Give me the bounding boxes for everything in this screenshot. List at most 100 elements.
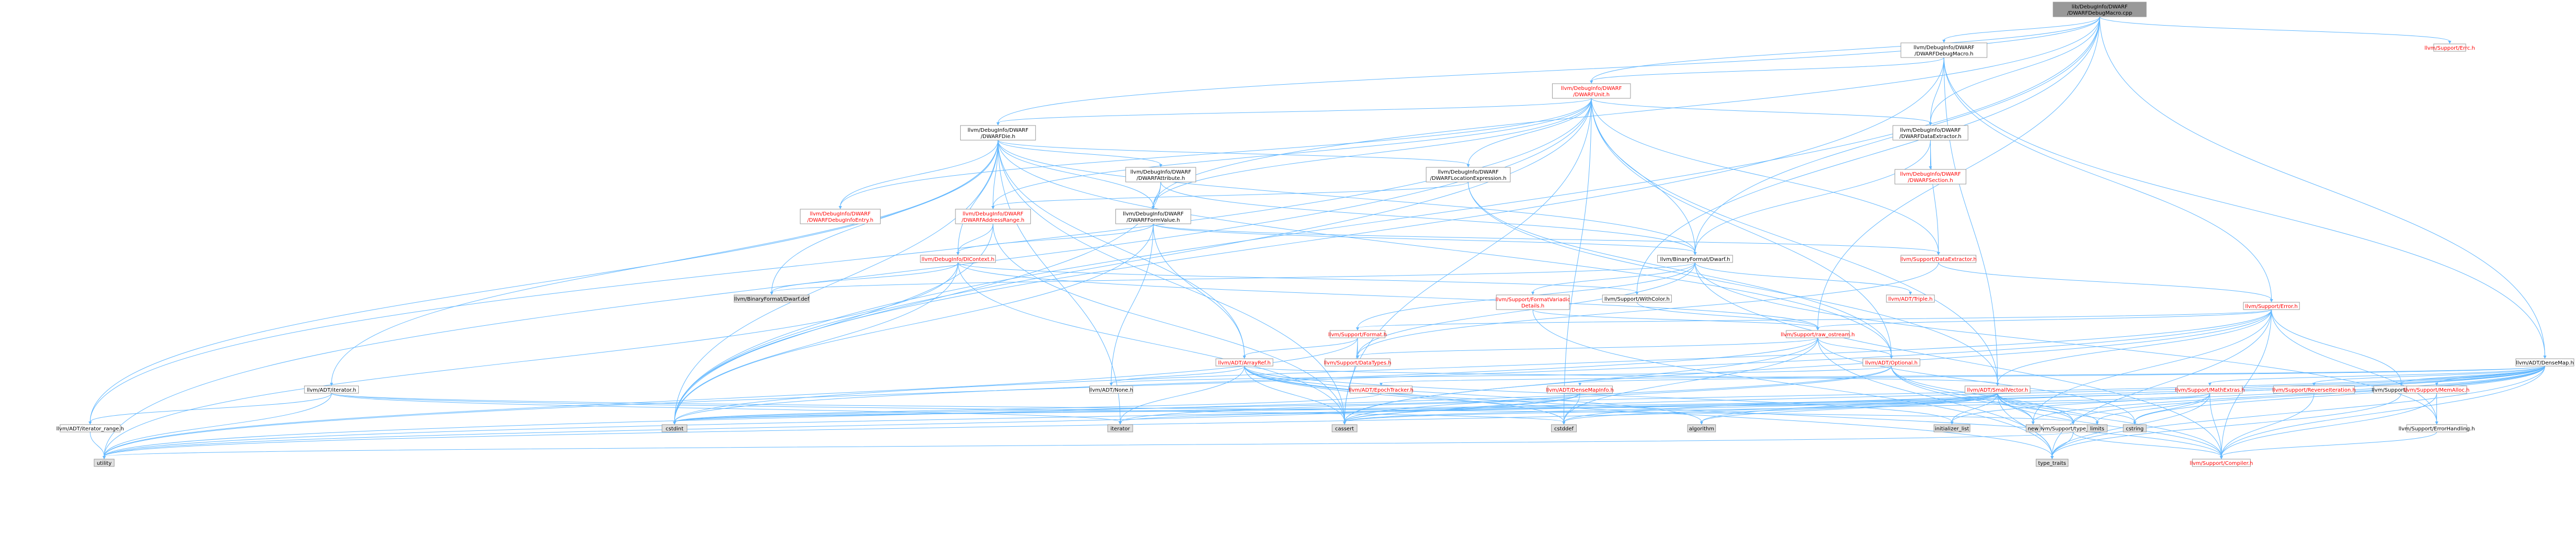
node-box [1900,255,1977,263]
edge-unit_h-to-utility [102,98,1592,459]
edge-line [958,223,994,253]
edge-line [1591,57,1944,82]
node-arrayref-h[interactable]: llvm/ADT/ArrayRef.h [1215,358,1273,367]
node-locexpr-h[interactable]: llvm/DebugInfo/DWARF/DWARFLocationExpres… [1426,167,1511,183]
node-box [1107,424,1133,432]
edge-arrowhead [1531,292,1535,295]
edge-line [1153,181,1161,207]
node-label-line: /DWARFDebugMacro.h [1914,51,1973,57]
node-label-line: limits [2090,426,2104,432]
node-label-line: llvm/ADT/EpochTracker.h [1349,387,1414,393]
node-dictx-h[interactable]: llvm/DebugInfo/DIContext.h [920,255,996,263]
node-section-h[interactable]: llvm/DebugInfo/DWARF/DWARFSection.h [1895,169,1966,185]
node-dwarfdef[interactable]: llvm/BinaryFormat/Dwarf.def [734,294,810,303]
edge-line [674,337,1818,423]
node-triple-h[interactable]: llvm/ADT/Triple.h [1886,294,1935,303]
edge-line [1564,366,2545,423]
node-rawos-h[interactable]: llvm/Support/raw_ostream.h [1781,330,1855,338]
node-attr-h[interactable]: llvm/DebugInfo/DWARF/DWARFAttribute.h [1125,167,1196,183]
node-errc-h[interactable]: llvm/Support/Errc.h [2424,43,2475,52]
edge-fmtvar_h-to-rawos_h [1532,309,1820,330]
node-format-h[interactable]: llvm/Support/Format.h [1328,330,1387,338]
node-unit-h[interactable]: llvm/DebugInfo/DWARF/DWARFUnit.h [1552,83,1631,99]
node-cstdint[interactable]: cstdint [662,424,688,432]
edge-attr_h-to-cstdint [673,181,1161,425]
node-abbrev-h[interactable]: llvm/DebugInfo/DWARF/DWARFDebugInfoEntry… [800,209,881,224]
node-iterrange-h[interactable]: llvm/ADT/iterator_range.h [56,424,124,432]
edge-epoch_h-to-cstdint [673,393,1382,425]
node-errhandling-h[interactable]: llvm/Support/ErrorHandling.h [2399,424,2475,432]
node-box [1496,294,1570,310]
node-cstring[interactable]: cstring [2123,424,2147,432]
node-dmapinfo-h[interactable]: llvm/ADT/DenseMapInfo.h [1546,385,1614,394]
node-label-line: lib/DebugInfo/DWARF [2072,4,2128,10]
node-iterator-h[interactable]: llvm/ADT/iterator.h [304,385,359,394]
node-algorithm[interactable]: algorithm [1687,424,1716,432]
node-datatypes-h[interactable]: llvm/Support/DataTypes.h [1324,358,1392,367]
node-iterator[interactable]: iterator [1107,424,1133,432]
node-box [1552,83,1631,99]
edge-dictx_h-to-cassert [958,262,1347,425]
node-label-line: algorithm [1689,426,1714,432]
edge-line [1891,366,2222,457]
node-addr-h[interactable]: llvm/DebugInfo/DWARF/DWARFAddressRange.h [955,209,1031,224]
node-smallvec-h[interactable]: llvm/ADT/SmallVector.h [1965,385,2031,394]
edge-line [1153,223,1245,357]
node-label-line: /DWARFDebugMacro.cpp [2067,10,2132,16]
node-epoch-h[interactable]: llvm/ADT/EpochTracker.h [1349,385,1414,394]
node-dwarf-h[interactable]: llvm/BinaryFormat/Dwarf.h [1657,255,1733,263]
edge-dwarf_h-to-triple_h [1694,262,1912,295]
edge-arrowhead [2270,299,2273,302]
edge-arrowhead [1356,356,1360,359]
node-box [1900,42,1988,58]
node-optional-h[interactable]: llvm/ADT/Optional.h [1862,358,1920,367]
edge-line [1891,366,2073,423]
node-cassert[interactable]: cassert [1331,424,1358,432]
edge-line [1344,393,1998,423]
node-label-line: llvm/ADT/ArrayRef.h [1218,360,1271,366]
edge-line [1344,393,2210,423]
edge-line [1357,309,2272,328]
edge-line [1930,16,2100,123]
node-die-h[interactable]: llvm/DebugInfo/DWARF/DWARFDie.h [960,125,1036,141]
node-label-line: llvm/ADT/DenseMapInfo.h [1546,387,1614,393]
edge-line [674,393,1580,423]
edge-line [674,393,2210,423]
edge-line [89,98,1592,423]
edge-line [1943,57,2545,357]
node-error-h[interactable]: llvm/Support/Error.h [2243,302,2300,310]
node-initlist[interactable]: initializer_list [1933,424,1970,432]
edge-macro_h-to-unit_h [1590,57,1944,84]
node-reviter-h[interactable]: llvm/Support/ReverseIteration.h [2272,385,2356,394]
edge-error_h-to-utility [102,309,2272,459]
node-cstddef[interactable]: cstddef [1551,424,1577,432]
node-dataext-h[interactable]: llvm/DebugInfo/DWARF/DWARFDataExtractor.… [1893,125,1968,141]
node-label-line: /DWARFFormValue.h [1126,218,1180,223]
node-new[interactable]: new [2025,424,2041,432]
node-box [1786,330,1850,338]
node-utility[interactable]: utility [94,459,115,467]
node-typetraits[interactable]: type_traits [2036,459,2069,467]
node-box [2433,43,2466,52]
edge-line [2221,309,2272,457]
node-mathext-h[interactable]: llvm/Support/MathExtras.h [2175,385,2245,394]
node-dataextr-h[interactable]: llvm/Support/DataExtractor.h [1900,255,1977,263]
edge-iterator_h-to-iterrange_h [88,393,332,425]
node-macro-h[interactable]: llvm/DebugInfo/DWARF/DWARFDebugMacro.h [1900,42,1988,58]
node-label-line: llvm/Support/type_traits.h [2039,426,2107,432]
edge-root-to-die_h [996,16,2100,126]
node-form-h[interactable]: llvm/DebugInfo/DWARF/DWARFFormValue.h [1115,209,1191,224]
node-limits[interactable]: limits [2087,424,2108,432]
node-none-h[interactable]: llvm/ADT/None.h [1089,385,1133,394]
edge-root-to-dataext_h [1929,16,2100,126]
node-memalloc-h[interactable]: llvm/Support/MemAlloc.h [2404,385,2470,394]
node-compiler-h[interactable]: llvm/Support/Compiler.h [2190,459,2253,467]
node-densemap-h[interactable]: llvm/ADT/DenseMap.h [2515,358,2574,367]
edge-line [1244,366,2222,457]
edge-line [2096,393,2210,423]
edge-line [1120,393,1998,423]
edge-die_h-to-iterrange_h [88,140,998,425]
node-withcolor-h[interactable]: llvm/Support/WithColor.h [1602,294,1672,303]
node-box [304,385,359,394]
